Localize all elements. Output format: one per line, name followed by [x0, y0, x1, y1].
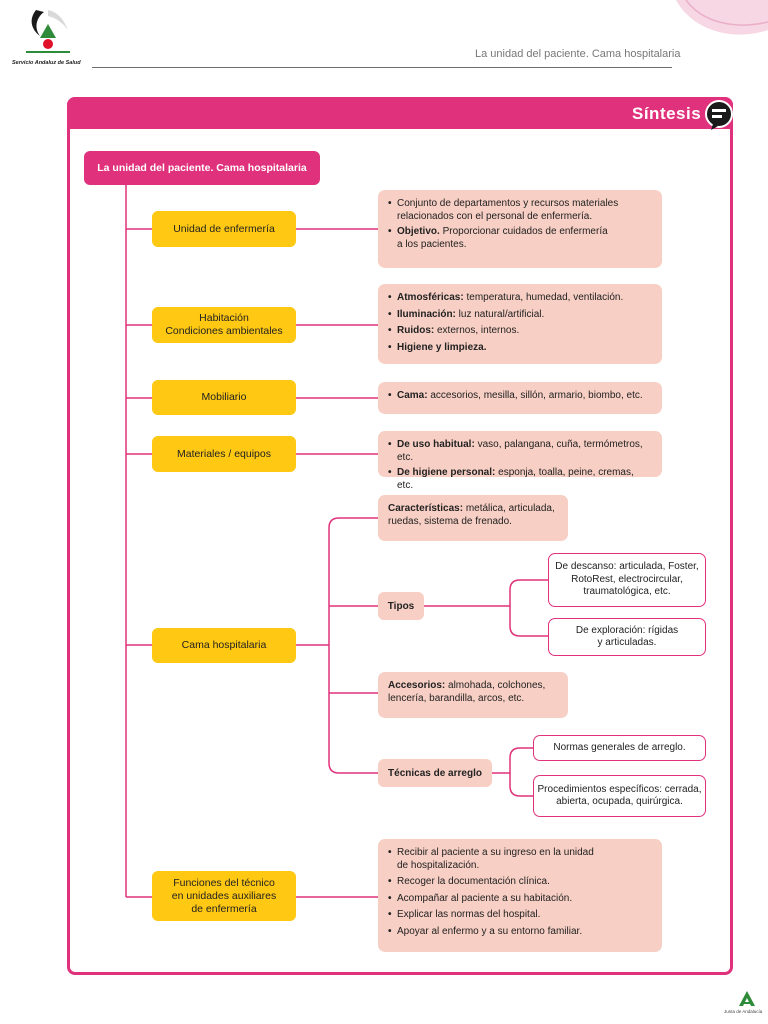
item-bold: Ruidos:: [397, 325, 435, 336]
page-header-title: La unidad del paciente. Cama hospitalari…: [475, 48, 681, 60]
item-text: Recibir al paciente a su ingreso en la u…: [397, 847, 594, 871]
item-text: Apoyar al enfermo y a su entorno familia…: [397, 925, 583, 937]
item-text: accesorios, mesilla, sillón, armario, bi…: [427, 390, 643, 401]
list-item: •De higiene personal: esponja, toalla, p…: [388, 467, 634, 491]
item-bold: Objetivo.: [397, 226, 440, 237]
item-text: luz natural/artificial.: [455, 308, 545, 320]
list-item: •Recoger la documentación clínica.: [388, 876, 550, 887]
item-text: Explicar las normas del hospital.: [397, 909, 541, 920]
item-bold: Atmosféricas:: [397, 292, 464, 303]
detail-funciones: •Recibir al paciente a su ingreso en la …: [378, 839, 662, 952]
item-text: Recoger la documentación clínica.: [397, 876, 550, 887]
chat-bubble-icon: [704, 100, 734, 130]
item-bold: De higiene personal:: [397, 467, 496, 478]
detail-caracteristicas: Características: metálica, articulada, r…: [378, 495, 568, 541]
list-item: •Objetivo. Proporcionar cuidados de enfe…: [388, 226, 608, 250]
footer-logo-caption: Junta de Andalucía: [724, 1009, 763, 1014]
detail-accesorios: Accesorios: almohada, colchones, lencerí…: [378, 672, 568, 718]
detail-habitacion: •Atmosféricas: temperatura, humedad, ven…: [378, 284, 662, 364]
node-tipos: Tipos: [378, 592, 424, 620]
item-text: metálica, articulada, ruedas, sistema de…: [388, 503, 555, 527]
junta-andalucia-logo: [736, 990, 758, 1008]
list-item: •Iluminación: luz natural/artificial.: [388, 308, 545, 320]
item-text: temperatura, humedad, ventilación.: [463, 292, 624, 303]
item-text: Acompañar al paciente a su habitación.: [397, 892, 573, 904]
detail-tipo-exploracion: De exploración: rígidas y articuladas.: [548, 618, 706, 656]
item-text: almohada, colchones, lencería, barandill…: [388, 680, 546, 704]
list-item: •Ruidos: externos, internos.: [388, 325, 520, 336]
item-bold: Características:: [388, 503, 464, 514]
list-item: •Apoyar al enfermo y a su entorno famili…: [388, 925, 583, 937]
detail-materiales: •De uso habitual: vaso, palangana, cuña,…: [378, 431, 662, 491]
item-text: esponja, toalla, peine, cremas, etc.: [397, 467, 634, 491]
detail-tipo-descanso: De descanso: articulada, Foster, RotoRes…: [548, 553, 706, 607]
detail-procedimientos: Procedimientos específicos: cerrada, abi…: [533, 775, 706, 817]
node-mobiliario: Mobiliario: [152, 380, 296, 415]
list-item: •De uso habitual: vaso, palangana, cuña,…: [388, 439, 643, 463]
item-bold: Cama:: [397, 390, 428, 401]
synthesis-header-bar: [67, 97, 733, 129]
detail-unidad-enfermeria: •Conjunto de departamentos y recursos ma…: [378, 190, 662, 268]
item-bold: Higiene y limpieza.: [397, 341, 487, 353]
node-cama-hospitalaria: Cama hospitalaria: [152, 628, 296, 663]
node-funciones-tecnico: Funciones del técnico en unidades auxili…: [152, 871, 296, 921]
item-bold: Iluminación:: [397, 308, 456, 320]
item-text: Conjunto de departamentos y recursos mat…: [397, 198, 619, 222]
root-title: La unidad del paciente. Cama hospitalari…: [84, 151, 320, 185]
list-item: •Recibir al paciente a su ingreso en la …: [388, 847, 594, 871]
decorative-petal: [672, 0, 768, 50]
item-text: externos, internos.: [434, 325, 520, 336]
list-item: •Higiene y limpieza.: [388, 341, 487, 353]
sas-logo: [18, 6, 90, 58]
item-text: Proporcionar cuidados de enfermería a lo…: [397, 226, 608, 250]
list-item: •Cama: accesorios, mesilla, sillón, arma…: [388, 390, 643, 401]
synthesis-title: Síntesis: [632, 104, 702, 123]
item-text: vaso, palangana, cuña, termómetros, etc.: [397, 439, 643, 463]
logo-caption: Servicio Andaluz de Salud: [12, 60, 81, 66]
node-tecnicas-arreglo: Técnicas de arreglo: [378, 759, 492, 787]
node-materiales: Materiales / equipos: [152, 436, 296, 472]
detail-normas-generales: Normas generales de arreglo.: [533, 735, 706, 761]
list-item: •Conjunto de departamentos y recursos ma…: [388, 198, 619, 222]
item-bold: De uso habitual:: [397, 439, 475, 450]
item-bold: Accesorios:: [388, 680, 446, 691]
list-item: •Acompañar al paciente a su habitación.: [388, 892, 573, 904]
list-item: •Explicar las normas del hospital.: [388, 909, 541, 920]
node-habitacion: Habitación Condiciones ambientales: [152, 307, 296, 343]
list-item: •Atmosféricas: temperatura, humedad, ven…: [388, 292, 624, 303]
node-unidad-enfermeria: Unidad de enfermería: [152, 211, 296, 247]
header-rule: [92, 67, 672, 68]
detail-mobiliario: •Cama: accesorios, mesilla, sillón, arma…: [378, 382, 662, 414]
